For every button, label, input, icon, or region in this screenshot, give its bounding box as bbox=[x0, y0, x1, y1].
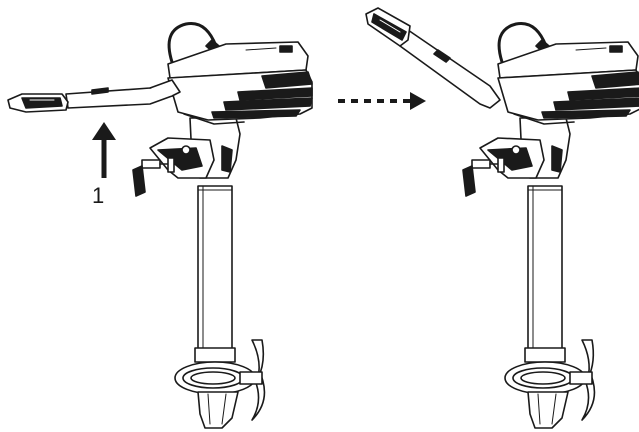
lower-unit bbox=[132, 117, 266, 429]
tiller-handle bbox=[365, 7, 501, 109]
motor-head bbox=[166, 21, 314, 126]
tiller-handle bbox=[7, 79, 181, 113]
outboard-motor-tiller-raised bbox=[365, 7, 639, 429]
motor-head bbox=[496, 21, 639, 126]
lift-arrow bbox=[92, 122, 116, 178]
step-number-label: 1 bbox=[92, 183, 104, 208]
lower-unit bbox=[462, 117, 596, 429]
transition-arrow bbox=[338, 92, 426, 110]
outboard-motor-tiller-lowered: 1 bbox=[7, 21, 314, 429]
